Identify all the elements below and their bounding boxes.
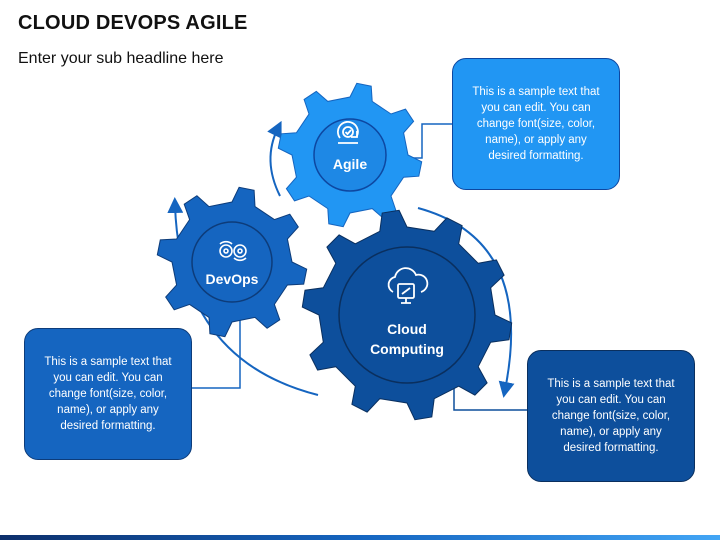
agile-gear-hub: [313, 118, 387, 192]
agile-check-icon: [337, 120, 359, 144]
cloud-callout: This is a sample text that you can edit.…: [527, 350, 695, 482]
cloud-gear-hub: [338, 246, 476, 384]
devops-gear-label: DevOps: [205, 271, 259, 287]
devops-gear-hub: [191, 221, 273, 303]
cloud-computing-icon: [387, 267, 429, 304]
cloud-connector-line: [453, 380, 528, 411]
page-title: CLOUD DEVOPS AGILE: [18, 12, 248, 34]
cloud-gear-label: Cloud Computing: [370, 321, 444, 357]
arrow-devops-to-agile: [267, 120, 282, 197]
devops-connector-line: [190, 318, 241, 389]
agile-gear-label: Agile: [332, 156, 368, 172]
devops-callout: This is a sample text that you can edit.…: [24, 328, 192, 460]
devops-gears-icon: [219, 240, 247, 262]
page-subtitle: Enter your sub headline here: [18, 50, 224, 67]
footer-accent-bar: [0, 535, 720, 540]
agile-callout: This is a sample text that you can edit.…: [452, 58, 620, 190]
